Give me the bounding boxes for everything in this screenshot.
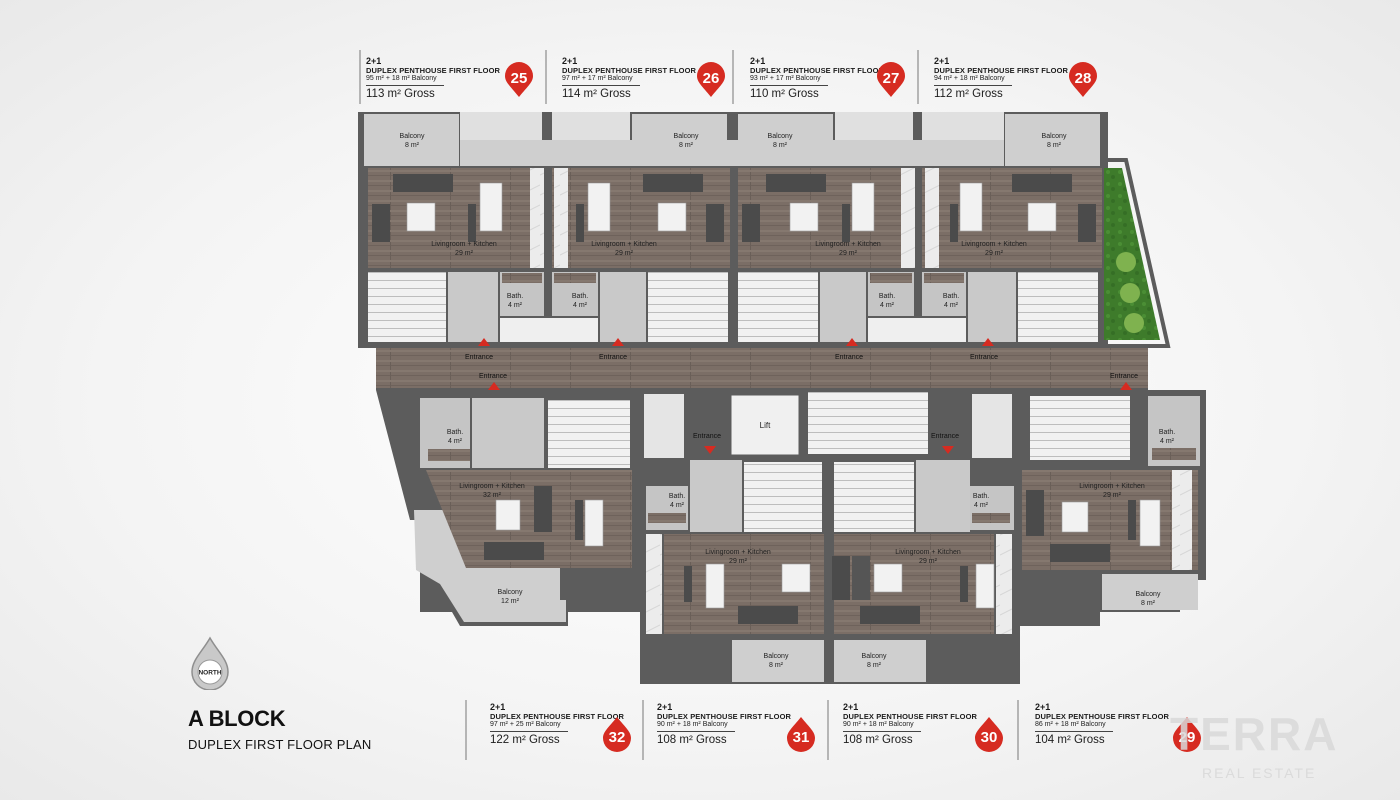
pin-marker-icon <box>603 717 631 752</box>
entrance-label: Entrance <box>693 433 722 440</box>
stairs-27 <box>738 272 818 342</box>
balcony-30 <box>834 640 926 682</box>
pin-marker-icon <box>697 62 725 97</box>
balcony-25 <box>364 114 459 166</box>
room-label-bath-31: Bath.4 m² <box>668 493 686 509</box>
balcony-31 <box>732 640 824 682</box>
unit-tag-26: 2+1 DUPLEX PENTHOUSE FIRST FLOOR 97 m² +… <box>562 56 697 100</box>
gap-top-3 <box>835 112 913 142</box>
stairs-25 <box>368 272 446 342</box>
entrance-label: Entrance <box>970 354 999 361</box>
stairs-core <box>808 392 928 454</box>
unit-tag-32: 2+1 DUPLEX PENTHOUSE FIRST FLOOR 97 m² +… <box>490 702 625 746</box>
balcony-28 <box>1005 114 1100 166</box>
unit-pin-28: 28 <box>1068 62 1098 98</box>
pin-marker-icon <box>1069 62 1097 97</box>
room-label-bath-29: Bath.4 m² <box>1158 429 1176 445</box>
pin-marker-icon <box>877 62 905 97</box>
room-label-bath-26: Bath.4 m² <box>571 293 589 309</box>
unit-tag-25: 2+1 DUPLEX PENTHOUSE FIRST FLOOR 95 m² +… <box>366 56 501 100</box>
brand-logo: TERRA REAL ESTATE <box>1170 708 1338 781</box>
brand-tagline: REAL ESTATE <box>1202 765 1316 781</box>
stairs-core-right <box>972 394 1012 458</box>
unit-tag-31: 2+1 DUPLEX PENTHOUSE FIRST FLOOR 90 m² +… <box>657 702 792 746</box>
unit-tag-28: 2+1 DUPLEX PENTHOUSE FIRST FLOOR 94 m² +… <box>934 56 1069 100</box>
brand-name: TERRA <box>1170 708 1338 760</box>
gap-top-2 <box>552 112 630 142</box>
room-label-bath-30: Bath.4 m² <box>972 493 990 509</box>
balcony-29 <box>1102 574 1198 610</box>
roof-strip <box>460 140 1004 166</box>
entrance-label: Entrance <box>835 354 864 361</box>
unit-pin-30: 30 <box>974 716 1004 752</box>
gap-top-4 <box>922 112 1004 142</box>
pin-marker-icon <box>975 717 1003 752</box>
page-title: A BLOCK <box>188 706 286 731</box>
pin-marker-icon <box>505 62 533 97</box>
stairs-32 <box>548 400 630 468</box>
stairs-26 <box>648 272 728 342</box>
unit-tag-29: 2+1 DUPLEX PENTHOUSE FIRST FLOOR 86 m² +… <box>1035 702 1170 746</box>
unit-pin-32: 32 <box>602 716 632 752</box>
unit-tag-27: 2+1 DUPLEX PENTHOUSE FIRST FLOOR 93 m² +… <box>750 56 885 100</box>
pin-marker-icon <box>787 717 815 752</box>
room-label-bath-32: Bath.4 m² <box>446 429 464 445</box>
north-label: NORTH <box>198 670 221 677</box>
unit-pin-27: 27 <box>876 62 906 98</box>
entrance-label: Entrance <box>931 433 960 440</box>
room-label-bath-27: Bath.4 m² <box>878 293 896 309</box>
unit-pin-31: 31 <box>786 716 816 752</box>
entrance-label: Entrance <box>479 373 508 380</box>
room-label-lift: Lift <box>759 421 771 430</box>
entrance-label: Entrance <box>465 354 494 361</box>
room-label-bath-28: Bath.4 m² <box>942 293 960 309</box>
unit-pin-25: 25 <box>504 62 534 98</box>
room-label-bath-25: Bath.4 m² <box>506 293 524 309</box>
entrance-label: Entrance <box>599 354 628 361</box>
page-subtitle: DUPLEX FIRST FLOOR PLAN <box>188 737 372 752</box>
stairs-28 <box>1018 272 1098 342</box>
living-32 <box>426 470 632 568</box>
unit-pin-29: 29 <box>1172 716 1202 752</box>
stairs-30 <box>834 462 914 532</box>
stairs-31 <box>744 462 822 532</box>
corridor <box>376 346 1148 390</box>
gap-top-1 <box>460 112 542 142</box>
north-icon: NORTH <box>191 636 229 690</box>
unit-pin-26: 26 <box>696 62 726 98</box>
entrance-label: Entrance <box>1110 373 1139 380</box>
stairs-core-left <box>644 394 684 458</box>
pin-marker-icon <box>1173 717 1201 752</box>
unit-tag-30: 2+1 DUPLEX PENTHOUSE FIRST FLOOR 90 m² +… <box>843 702 978 746</box>
stairs-29 <box>1030 396 1130 460</box>
lift <box>728 392 802 458</box>
